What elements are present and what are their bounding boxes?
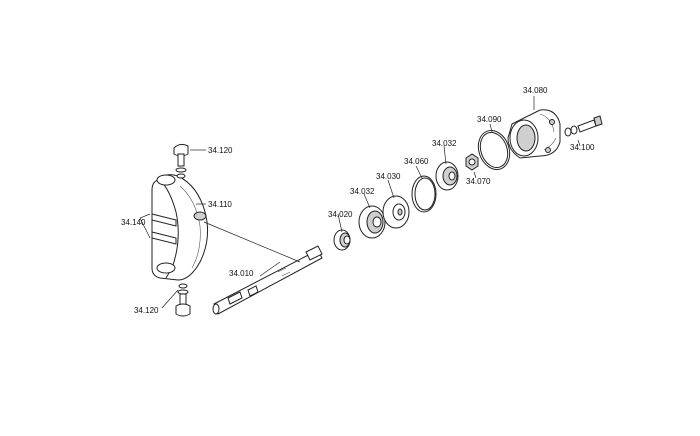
label-34-090: 34.090 [477, 115, 502, 124]
label-34-010: 34.010 [229, 269, 254, 278]
bottom-screw [175, 283, 191, 317]
label-34-120-bottom: 34.120 [134, 306, 159, 315]
label-34-032-left: 34.032 [350, 187, 375, 196]
large-o-ring [477, 130, 511, 170]
pressure-disc [382, 195, 410, 229]
hex-nut [465, 153, 479, 171]
label-34-032-right: 34.032 [432, 139, 457, 148]
label-34-140: 34.140 [121, 218, 146, 227]
spring-washer-right [435, 161, 459, 191]
label-34-100: 34.100 [570, 143, 595, 152]
shift-fork-housing [151, 174, 209, 281]
label-34-060: 34.060 [404, 157, 429, 166]
o-ring-seal [411, 175, 437, 213]
label-34-120-top: 34.120 [208, 146, 233, 155]
hex-bolt [564, 115, 603, 137]
shift-shaft [203, 221, 323, 315]
part-labels: 34.120 34.110 34.140 34.120 34.010 34.02… [121, 86, 595, 315]
label-34-020: 34.020 [328, 210, 353, 219]
label-34-080: 34.080 [523, 86, 548, 95]
label-34-070: 34.070 [466, 177, 491, 186]
label-34-110: 34.110 [208, 200, 232, 209]
label-34-030: 34.030 [376, 172, 401, 181]
leader-lines [139, 96, 581, 309]
cylinder-cover [507, 109, 561, 159]
shaft-seal [333, 229, 351, 251]
spring-washer-left [358, 205, 386, 239]
top-screw [173, 143, 189, 179]
